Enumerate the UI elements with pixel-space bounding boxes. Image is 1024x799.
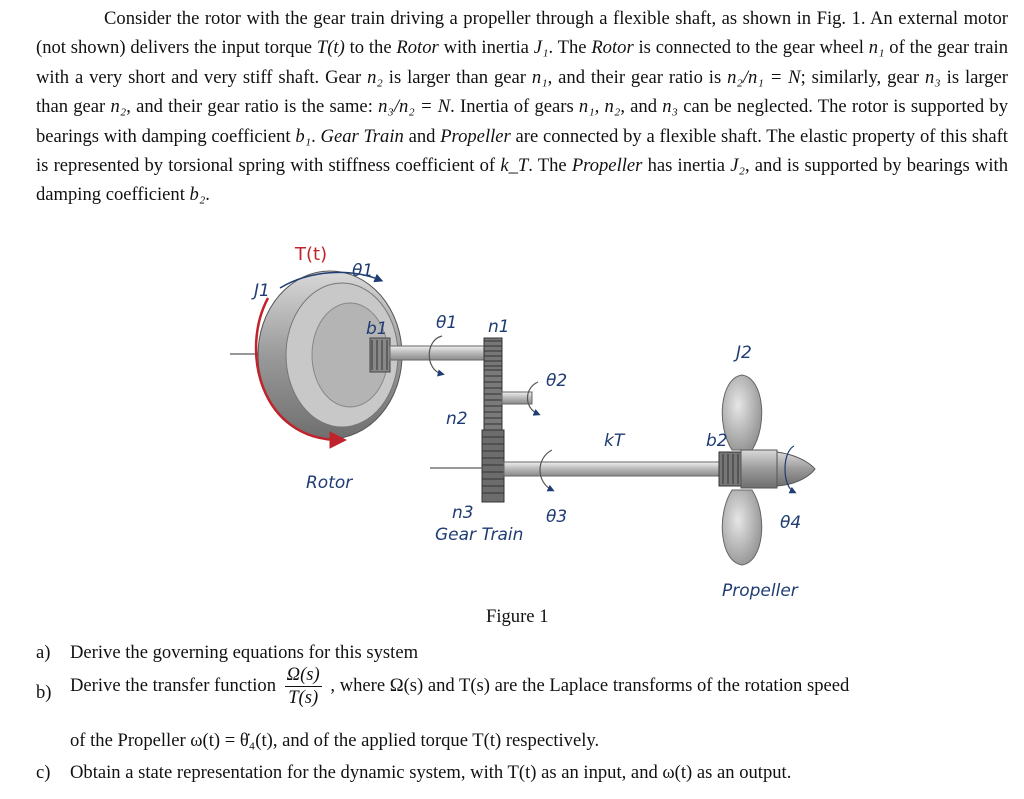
intro-emphasis: Rotor (396, 37, 439, 59)
b1-label: b1 (366, 319, 388, 339)
torque-label: T(t) (294, 244, 327, 265)
theta3-label: θ3 (546, 507, 567, 527)
intro-text: are connected by a flexible shaft. The e… (36, 125, 1008, 177)
question-b-after: , where Ω(s) and T(s) are the Laplace tr… (330, 674, 850, 696)
n2-label: n2 (446, 409, 468, 429)
b2-label: b2 (706, 431, 728, 451)
intro-text: with inertia (438, 37, 534, 59)
intro-math: n₁ (868, 37, 885, 59)
intro-text: is connected to the gear wheel (633, 37, 869, 59)
n1-label: n1 (488, 317, 510, 337)
intro-math: n₃/n₂ = N (378, 96, 451, 118)
theta1-shaft-label: θ1 (436, 313, 457, 333)
intro-text: , and (620, 96, 663, 118)
question-a-tag: a) (36, 642, 51, 663)
theta4-label: θ4 (780, 513, 801, 533)
intro-emphasis: Propeller (571, 155, 643, 177)
fraction-denominator: T(s) (288, 687, 319, 708)
intro-math: T(t) (316, 37, 345, 59)
intro-text: to the (344, 37, 397, 59)
rotor-label: Rotor (306, 473, 353, 493)
fraction-numerator: Ω(s) (284, 664, 322, 687)
rotor-shaft (389, 345, 491, 361)
intro-math: J₂ (730, 155, 745, 177)
question-c-text: Obtain a state representation for the dy… (70, 762, 792, 783)
question-c-tag: c) (36, 762, 51, 783)
propeller-label: Propeller (722, 581, 799, 601)
intro-text: of the gear train with a very short and … (36, 37, 1009, 88)
gear-n3 (481, 429, 505, 503)
J1-label: J1 (251, 281, 270, 301)
intro-text: , and their gear ratio is (547, 66, 728, 88)
kT-label: kT (604, 431, 626, 451)
flexible-shaft (503, 461, 720, 477)
theta1-arrow-top (279, 271, 384, 289)
theta1-top-label: θ1 (352, 261, 373, 281)
gear-train-label: Gear Train (435, 525, 523, 545)
question-b-line2: of the Propeller ω(t) = θ̇₄(t), and of t… (70, 730, 600, 751)
intro-text: . The (548, 37, 592, 59)
intro-text: Consider the rotor with the gear train d… (36, 8, 1008, 59)
theta3-arrow (539, 449, 555, 492)
rotor-disc (257, 270, 403, 440)
question-b-before: Derive the transfer function (70, 674, 276, 696)
question-a-text: Derive the governing equations for this … (70, 642, 419, 663)
question-b: b) Derive the transfer function Ω(s) T(s… (36, 664, 1011, 751)
intro-math: n₂/n₁ = N (727, 66, 801, 88)
intro-text: , and their gear ratio is the same: (126, 96, 379, 118)
intro-emphasis: Gear Train (320, 125, 404, 147)
question-b-tag: b) (36, 682, 52, 703)
intro-text: . (311, 125, 321, 147)
intro-text: is larger than gear (382, 66, 532, 88)
n3-label: n3 (452, 503, 474, 523)
intro-math: n₂ (367, 66, 383, 88)
intro-text: . Inertia of gears (450, 96, 579, 118)
intro-text: . (205, 184, 210, 206)
figure-1-diagram: T(t) θ1 J1 b1 θ1 n1 θ2 n2 n3 θ3 Gear Tra… (230, 244, 816, 601)
intro-text: has inertia (642, 155, 731, 177)
intro-text: ; similarly, gear (800, 66, 925, 88)
intro-math: n₁ (531, 66, 548, 88)
theta1-shaft-arrow (428, 335, 445, 377)
gear-n1 (483, 337, 503, 371)
intro-text: , and is supported by bearings with damp… (36, 155, 1008, 206)
intro-math: k_T (500, 155, 529, 177)
intro-text: is larger than gear (36, 66, 1008, 118)
intro-math: b₂ (189, 184, 206, 206)
intro-text: can be neglected. The rotor is supported… (36, 96, 1009, 147)
J2-label: J2 (733, 343, 752, 363)
intro-math: n₁, n₂ (578, 96, 621, 118)
intro-math: b₁ (295, 125, 312, 147)
intro-text: and (403, 125, 441, 147)
intro-math: J₁ (533, 37, 549, 59)
intro-math: n₃ (925, 66, 941, 88)
intro-text: . The (528, 155, 572, 177)
problem-statement: Consider the rotor with the gear train d… (36, 4, 1008, 210)
intro-emphasis: Rotor (591, 37, 634, 59)
torque-arrow (254, 297, 347, 449)
gear-n2 (483, 369, 541, 431)
intro-math: n₃ (662, 96, 679, 118)
propeller (718, 374, 816, 566)
theta2-label: θ2 (546, 371, 567, 391)
intro-math: n₂ (110, 96, 127, 118)
figure-caption: Figure 1 (486, 606, 549, 627)
intro-emphasis: Propeller (440, 125, 511, 147)
transfer-function-fraction: Ω(s) T(s) (284, 664, 322, 709)
